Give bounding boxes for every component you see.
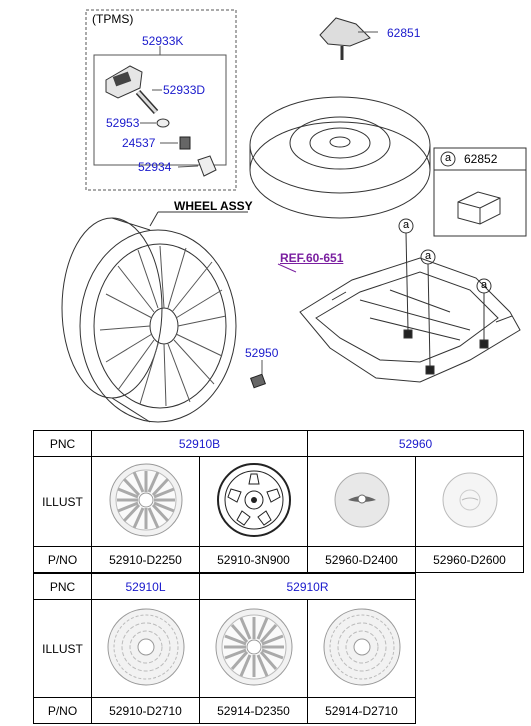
cap-illust-cell (307, 456, 416, 547)
tpms-sensor-icon (105, 65, 143, 99)
row-pno-label: P/NO (33, 546, 92, 573)
wheel-illust-cell (307, 599, 416, 698)
cap-illust-cell (415, 456, 524, 547)
foam-block-icon (457, 191, 501, 225)
wheel-assy-label: WHEEL ASSY (174, 199, 253, 213)
callout-a-2: a (425, 250, 432, 262)
pnc-52910B[interactable]: 52910B (91, 430, 308, 457)
steel-wheel-spare-icon (216, 463, 291, 537)
center-cap-emblem-icon (334, 472, 389, 528)
spare-tire-icon (249, 96, 431, 219)
part-52933D-label[interactable]: 52933D (163, 83, 206, 97)
part-24537-label[interactable]: 24537 (122, 136, 156, 150)
part-62852-label[interactable]: 62852 (464, 152, 498, 166)
ref-link[interactable]: REF.60-651 (280, 251, 344, 265)
lug-nut-icon (250, 373, 266, 389)
pno-cell[interactable]: 52960-D2400 (307, 546, 416, 573)
spare-well-floor-icon (299, 257, 521, 383)
callout-a-3: a (481, 279, 488, 291)
wheel-illust-cell (199, 456, 308, 547)
wheel-illust-cell (91, 599, 200, 698)
valve-stem-icon (135, 89, 159, 115)
valve-cap-icon (197, 155, 217, 177)
part-52950-label[interactable]: 52950 (245, 346, 279, 360)
parts-table-bottom: PNC 52910L 52910R ILLUST (33, 573, 416, 724)
pnc-52910L[interactable]: 52910L (91, 573, 200, 600)
center-cap-plain-icon (442, 472, 497, 528)
row-pnc-label: PNC (33, 573, 92, 600)
part-52934-label[interactable]: 52934 (138, 160, 172, 174)
wheel-illust-cell (199, 599, 308, 698)
washer-icon (156, 118, 170, 128)
alloy-wheel-multispoke-icon (215, 608, 292, 686)
legend-box (433, 147, 527, 237)
sensor-kit-frame (93, 54, 227, 166)
wheel-illust-cell (91, 456, 200, 547)
row-pno-label: P/NO (33, 697, 92, 724)
alloy-wheel-mesh-icon (107, 608, 184, 686)
pno-cell[interactable]: 52914-D2710 (307, 697, 416, 724)
part-52953-label[interactable]: 52953 (106, 116, 140, 130)
valve-nut-icon (179, 136, 191, 150)
alloy-wheel-mesh-icon (323, 608, 400, 686)
part-62851-label[interactable]: 62851 (387, 26, 421, 40)
row-pnc-label: PNC (33, 430, 92, 457)
row-illust-label: ILLUST (33, 599, 92, 698)
pnc-52960[interactable]: 52960 (307, 430, 524, 457)
parts-table-top: PNC 52910B 52960 ILLUST (33, 430, 524, 573)
callout-a-1: a (403, 219, 410, 231)
pno-cell[interactable]: 52960-D2600 (415, 546, 524, 573)
alloy-wheel-multispoke-icon (109, 463, 182, 537)
spare-holddown-bolt-icon (319, 17, 371, 60)
alloy-wheel-icon (61, 217, 237, 423)
pno-cell[interactable]: 52910-D2710 (91, 697, 200, 724)
legend-key-a: a (445, 152, 452, 164)
row-illust-label: ILLUST (33, 456, 92, 547)
tpms-group-frame (85, 9, 237, 191)
part-52933K-label[interactable]: 52933K (142, 34, 184, 48)
pnc-52910R[interactable]: 52910R (199, 573, 416, 600)
exploded-diagram (61, 9, 527, 423)
tpms-group-label: (TPMS) (92, 12, 134, 26)
pno-cell[interactable]: 52910-3N900 (199, 546, 308, 573)
pno-cell[interactable]: 52910-D2250 (91, 546, 200, 573)
pno-cell[interactable]: 52914-D2350 (199, 697, 308, 724)
